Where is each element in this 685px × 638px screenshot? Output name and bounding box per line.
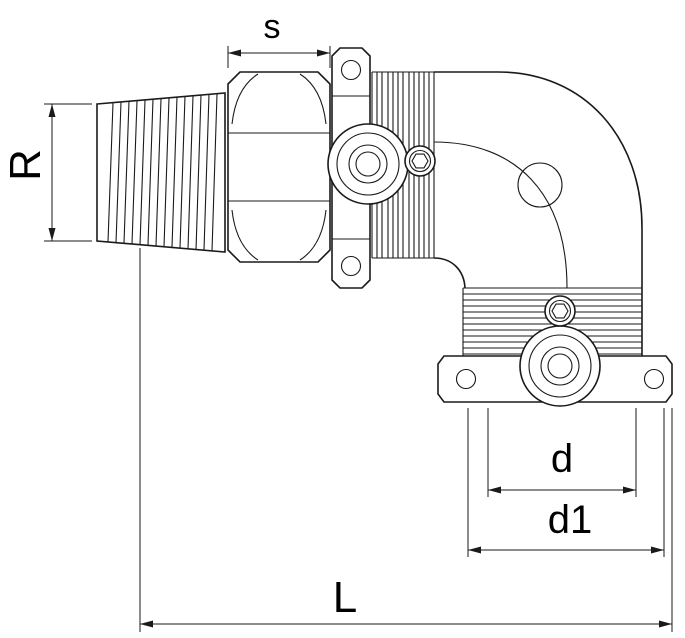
lower-boss (519, 325, 601, 407)
upper-hex-socket (411, 153, 429, 169)
elbow-body (433, 71, 643, 358)
dimension-s: s (227, 8, 331, 68)
arrowhead-left (140, 620, 153, 628)
arrowhead-right (651, 546, 664, 554)
elbow-outer-contour (434, 71, 643, 358)
thread-lines (107, 93, 218, 252)
dimension-R: R (1, 103, 92, 242)
hex-nut (227, 71, 331, 263)
elbow-boss-circle (517, 162, 563, 208)
arrowhead-left (228, 49, 241, 57)
lower-flange-bolt-hole-right (643, 368, 665, 390)
upper-flange-bolt-hole-top (340, 59, 362, 81)
arrowhead-right (623, 486, 636, 494)
upper-hex-port (404, 145, 436, 177)
label-d: d (551, 437, 573, 481)
label-s: s (264, 8, 281, 46)
arrowhead-left (488, 486, 501, 494)
arrowhead-left (468, 546, 481, 554)
arrowhead-right (317, 49, 330, 57)
hex-chamfer-arcs (231, 73, 327, 261)
dimension-d1: d1 (467, 408, 665, 557)
arrowhead-down (48, 228, 56, 241)
arrowhead-up (48, 104, 56, 117)
threaded-spigot (96, 92, 226, 253)
elbow-inner-contour (433, 257, 466, 289)
upper-flange-bolt-hole-bottom (340, 255, 362, 277)
lower-hex-port (544, 295, 576, 327)
label-R: R (1, 149, 50, 181)
hex-facet-lines (228, 132, 330, 202)
label-L: L (333, 573, 357, 622)
label-d1: d1 (548, 498, 593, 542)
lower-hex-socket (551, 303, 569, 319)
upper-boss (327, 123, 409, 205)
arrowhead-right (659, 620, 672, 628)
dimension-L: L (139, 248, 673, 632)
elbow-mid-contour (433, 141, 568, 289)
lower-flange-bolt-hole-left (455, 368, 477, 390)
dimension-d: d (487, 408, 637, 497)
